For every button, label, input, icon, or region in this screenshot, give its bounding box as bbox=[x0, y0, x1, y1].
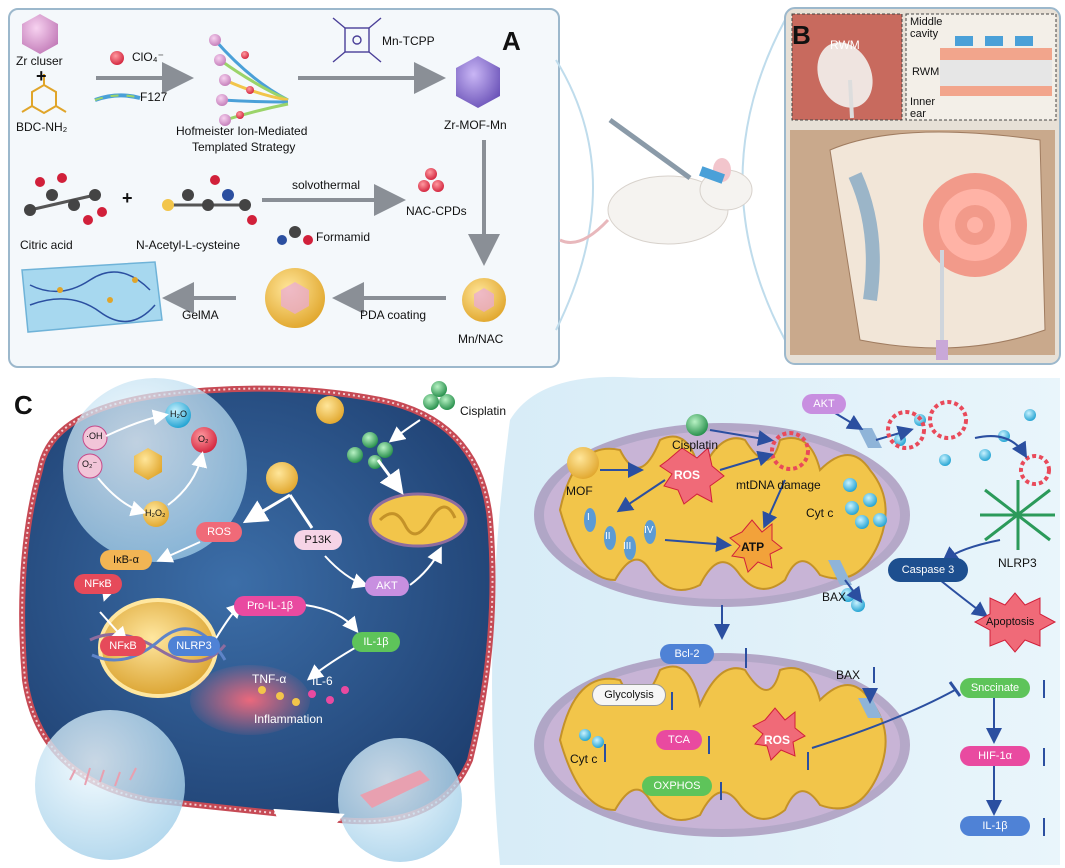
mito-ros-label: ROS bbox=[674, 468, 701, 482]
succinate-node: Snccinate bbox=[960, 678, 1030, 698]
il6-label: IL-6 bbox=[312, 674, 333, 688]
mof-label: MOF bbox=[566, 484, 593, 498]
citric-acid-molecule-icon bbox=[24, 173, 107, 225]
citric-acid-label: Citric acid bbox=[20, 238, 73, 252]
tnfa-label: TNF-α bbox=[252, 672, 287, 686]
inflammation-label: Inflammation bbox=[254, 712, 323, 726]
zr-mof-mn-label: Zr-MOF-Mn bbox=[444, 118, 507, 132]
nac-cpds-label: NAC-CPDs bbox=[406, 204, 467, 218]
plus-sign-2: + bbox=[122, 188, 133, 208]
mtdna-damage-label: mtDNA damage bbox=[736, 478, 821, 492]
hofmeister-label-2: Templated Strategy bbox=[192, 140, 296, 154]
perchlorate-icon bbox=[110, 51, 124, 65]
cell-mitochondrion-icon bbox=[368, 492, 468, 548]
zr-mof-mn-icon bbox=[456, 56, 500, 108]
perchlorate-label: ClO₄⁻ bbox=[132, 50, 164, 64]
cytc-bottom-label: Cyt c bbox=[570, 752, 598, 766]
formamid-label: Formamid bbox=[316, 230, 371, 244]
gelma-label: GelMA bbox=[182, 308, 219, 322]
mof-particle-icon bbox=[316, 396, 344, 424]
gelma-hydrogel-icon bbox=[21, 261, 163, 333]
water-label: H₂O bbox=[170, 409, 187, 419]
nac-label: N-Acetyl-L-cysteine bbox=[136, 238, 241, 252]
glycolysis-node: Glycolysis bbox=[592, 684, 666, 706]
caspase3-node: Caspase 3 bbox=[888, 558, 968, 582]
nlrp3-nuclear-node: NLRP3 bbox=[168, 636, 220, 656]
bcl2-node: Bcl-2 bbox=[660, 644, 714, 664]
pda-coating-label: PDA coating bbox=[360, 308, 427, 322]
cytc-label: Cyt c bbox=[806, 506, 834, 520]
il1b-bottom-node: IL-1β bbox=[960, 816, 1030, 836]
apoptosis-label: Apoptosis bbox=[986, 616, 1035, 628]
superoxide-label: O₂⁻ bbox=[82, 459, 98, 469]
cell-ros-node: ROS bbox=[196, 522, 242, 542]
nlrp3-label: NLRP3 bbox=[998, 556, 1037, 570]
tca-node: TCA bbox=[656, 730, 702, 750]
mito-cisplatin-label: Cisplatin bbox=[672, 438, 719, 452]
cisplatin-icon bbox=[423, 394, 439, 410]
cell-akt-node: AKT bbox=[365, 576, 409, 596]
mn-tcpp-label: Mn-TCPP bbox=[382, 34, 435, 48]
middle-cavity-label: Middle cavity bbox=[910, 16, 943, 40]
mito-akt-node: AKT bbox=[802, 394, 846, 414]
formamid-molecule-icon bbox=[277, 226, 313, 245]
il1b-node: IL-1β bbox=[352, 632, 400, 652]
complex-3-label: III bbox=[623, 541, 632, 552]
bubble-right-icon bbox=[338, 738, 462, 862]
nlrp3-complex-icon bbox=[980, 480, 1055, 550]
nac-molecule-icon bbox=[162, 175, 257, 225]
mn-nac-label: Mn/NAC bbox=[458, 332, 504, 346]
atp-label: ATP bbox=[741, 540, 765, 554]
mn-tcpp-icon bbox=[332, 17, 382, 63]
zr-cluster-icon bbox=[22, 14, 58, 54]
panel-c-letter: C bbox=[14, 390, 33, 420]
bubble-left-icon bbox=[35, 710, 185, 860]
bax-label: BAX bbox=[822, 590, 847, 604]
ikb-node: IκB-α bbox=[100, 550, 152, 570]
panel-a-letter: A bbox=[502, 26, 521, 56]
zr-cluster-label: Zr cluser bbox=[16, 54, 63, 68]
channel-icon bbox=[858, 428, 882, 448]
solvothermal-label: solvothermal bbox=[292, 178, 361, 192]
hofmeister-template-icon bbox=[209, 34, 289, 126]
pro-il1b-node: Pro-IL-1β bbox=[234, 596, 306, 616]
peroxide-label: H₂O₂ bbox=[145, 508, 166, 518]
nfkb-node: NFκB bbox=[74, 574, 122, 594]
hydroxyl-label: ·OH bbox=[86, 431, 103, 441]
rwm-label: RWM bbox=[830, 38, 860, 52]
nac-cpds-icon bbox=[418, 168, 444, 192]
nfkb-nuclear-node: NFκB bbox=[100, 636, 146, 656]
bdc-molecule-icon bbox=[21, 74, 67, 115]
oxphos-node: OXPHOS bbox=[642, 776, 712, 796]
syringe-icon bbox=[608, 117, 692, 181]
plus-sign: + bbox=[36, 66, 47, 86]
inner-ear-label: Inner ear bbox=[910, 96, 936, 120]
apoptosis-burst-icon bbox=[973, 592, 1057, 653]
complex-4-label: IV bbox=[644, 525, 654, 536]
panel-b-letter: B bbox=[792, 20, 811, 50]
oxygen-label: O₂ bbox=[198, 434, 209, 444]
rwm-label-2: RWM bbox=[912, 66, 940, 78]
complex-1-label: I bbox=[587, 512, 590, 523]
complex-2-label: II bbox=[605, 531, 611, 542]
bdc-label: BDC-NH₂ bbox=[16, 120, 68, 134]
ros-bottom-label: ROS bbox=[764, 733, 791, 747]
bax-bottom-label: BAX bbox=[836, 668, 861, 682]
hif1a-node: HIF-1α bbox=[960, 746, 1030, 766]
cisplatin-label: Cisplatin bbox=[460, 404, 507, 418]
hofmeister-label-1: Hofmeister Ion-Mediated bbox=[176, 124, 308, 138]
f127-label: F127 bbox=[140, 90, 168, 104]
p13k-node: P13K bbox=[294, 530, 342, 550]
